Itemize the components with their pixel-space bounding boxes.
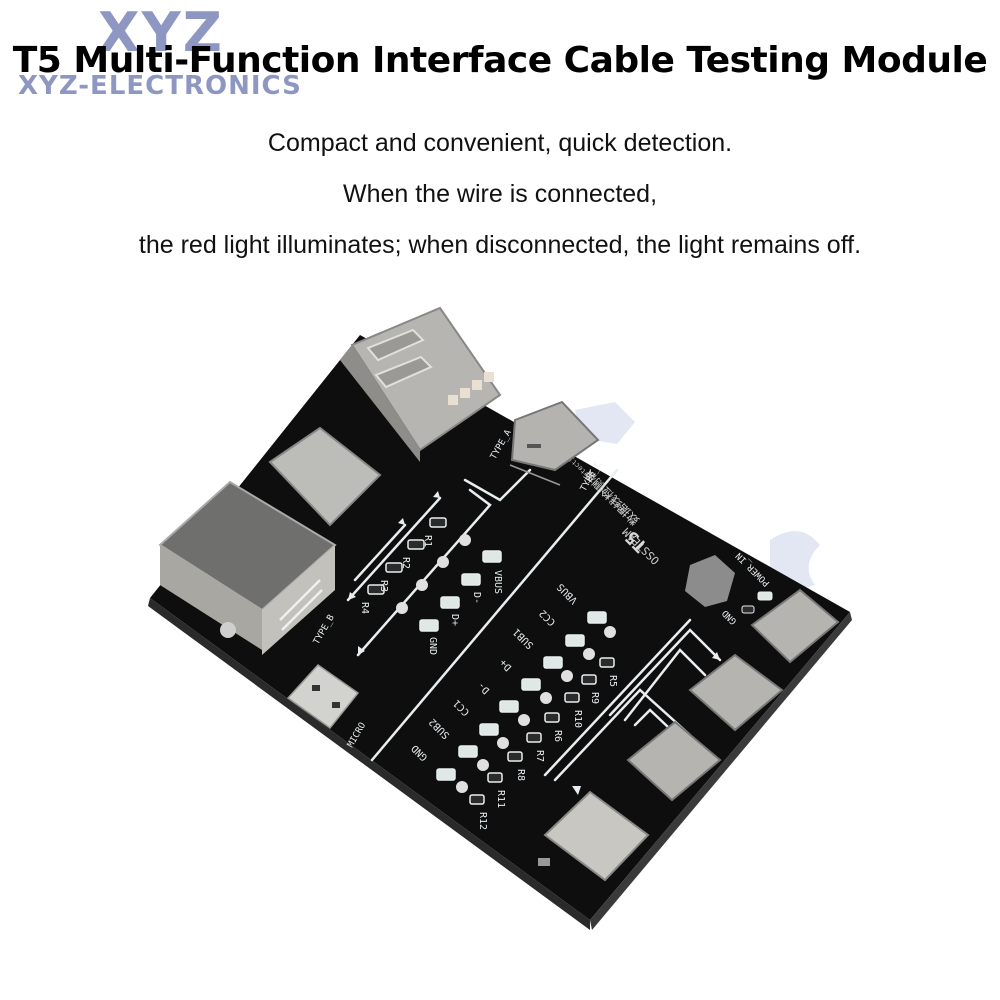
label-r1: R1 bbox=[422, 535, 433, 547]
label-r2: R2 bbox=[400, 557, 411, 569]
label-r11: R11 bbox=[495, 790, 506, 808]
label-r10: R10 bbox=[572, 710, 583, 728]
label-gnd-1: GND bbox=[427, 637, 438, 655]
label-vbus-1: VBUS bbox=[492, 570, 503, 594]
label-r12: R12 bbox=[477, 812, 488, 830]
watermark-brand: XYZ-ELECTRONICS bbox=[18, 71, 302, 101]
type-c-port-power bbox=[750, 588, 840, 664]
label-r4: R4 bbox=[359, 602, 370, 614]
type-c-port-vertical bbox=[538, 790, 650, 882]
type-c-port-3 bbox=[626, 720, 722, 802]
type-c-port-2 bbox=[688, 653, 784, 732]
page-title: T5 Multi-Function Interface Cable Testin… bbox=[12, 40, 988, 81]
description-line-3: the red light illuminates; when disconne… bbox=[138, 231, 862, 259]
usb-type-c-vertical-port bbox=[268, 426, 382, 527]
label-dplus-1: D+ bbox=[449, 614, 460, 626]
product-image: R1 R2 R3 R4 VBUS D- D+ GND bbox=[140, 300, 860, 940]
label-r9: R9 bbox=[589, 692, 600, 704]
usb-type-a-port: TYPE_A bbox=[340, 306, 514, 462]
label-r5: R5 bbox=[607, 675, 618, 687]
label-r7: R7 bbox=[534, 750, 545, 762]
group1-components: R1 R2 R3 R4 VBUS D- D+ GND bbox=[359, 517, 503, 655]
watermark-logo: XYZ bbox=[98, 1, 224, 64]
description-line-2: When the wire is connected, bbox=[342, 180, 658, 208]
label-r6: R6 bbox=[552, 730, 563, 742]
label-r3: R3 bbox=[378, 580, 389, 592]
description-line-1: Compact and convenient, quick detection. bbox=[267, 129, 733, 157]
label-dminus-1: D- bbox=[471, 592, 482, 604]
pcb-board: R1 R2 R3 R4 VBUS D- D+ GND bbox=[148, 306, 852, 930]
label-r8: R8 bbox=[515, 769, 526, 781]
